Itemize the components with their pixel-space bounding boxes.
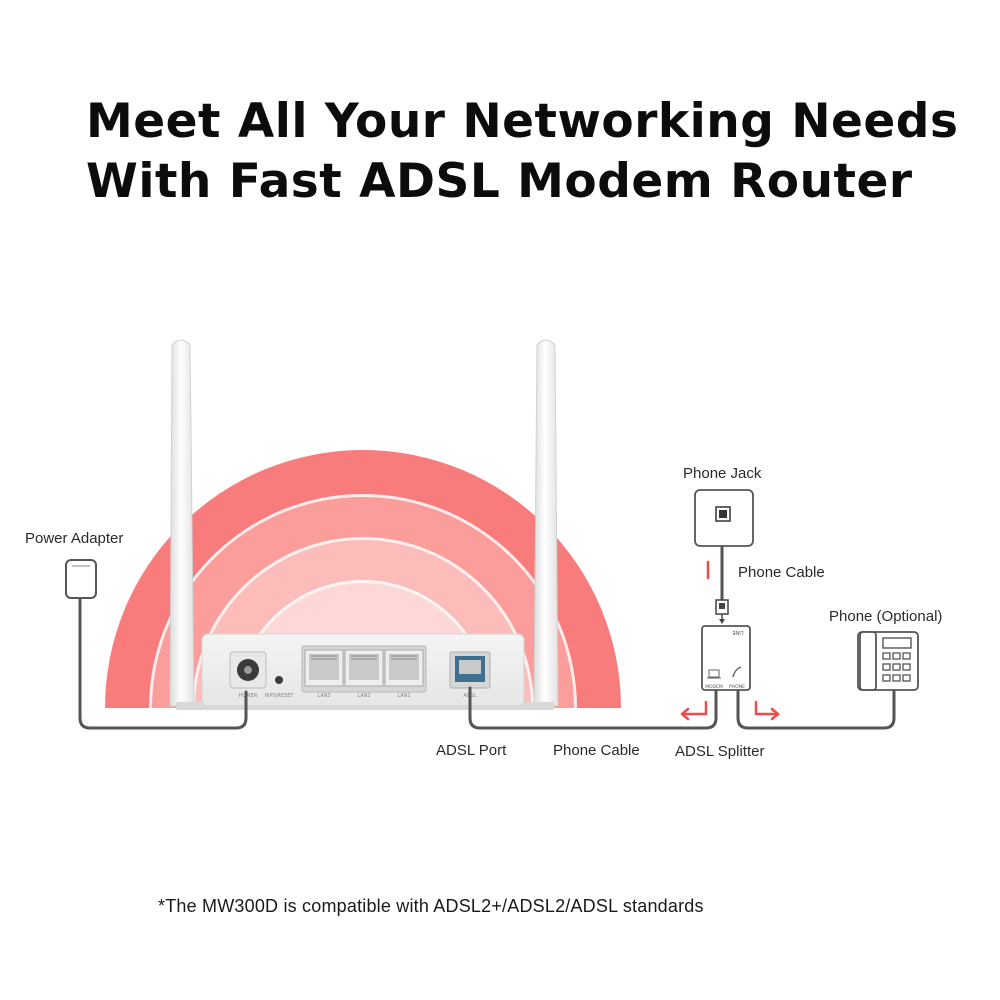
lan-ports: LAN3 LAN2 LAN1 — [301, 645, 427, 699]
power-adapter-label: Power Adapter — [25, 530, 124, 547]
compatibility-footnote: *The MW300D is compatible with ADSL2+/AD… — [158, 896, 704, 916]
splitter-line-label: LINE — [732, 629, 743, 635]
phone-optional-label: Phone (Optional) — [829, 608, 943, 625]
lan1-port: LAN1 — [384, 649, 424, 699]
splitter-phone-label: PHONE — [729, 684, 745, 690]
adsl-port: ADSL — [449, 651, 491, 699]
phone-jack-icon — [694, 489, 754, 547]
phone-line-cable — [736, 688, 896, 730]
adsl-port-label: ADSL Port — [436, 742, 507, 759]
direction-arrows — [680, 560, 780, 721]
rj11-plug-icon — [715, 599, 729, 624]
arrow-to-modem — [680, 700, 708, 721]
phone-jack-label: Phone Jack — [683, 465, 762, 482]
wps-reset-button: WPS/RESET — [265, 676, 295, 699]
power-adapter-icon — [65, 559, 97, 599]
adsl-splitter-icon: LINE MODEM PHONE — [701, 625, 751, 691]
page-title: Meet All Your Networking Needs With Fast… — [86, 92, 958, 212]
adsl-splitter-label: ADSL Splitter — [675, 743, 765, 760]
lan3-port: LAN3 — [304, 649, 344, 699]
router: POWER WPS/RESET LAN3 LAN2 — [176, 633, 554, 710]
telephone-icon — [857, 631, 919, 691]
adsl-phone-cable — [468, 686, 718, 730]
power-port: POWER — [229, 651, 267, 699]
power-cable — [78, 598, 248, 730]
wps-reset-label: WPS/RESET — [265, 693, 295, 699]
phone-cable-top-label: Phone Cable — [738, 564, 825, 581]
phone-cable-bottom-label: Phone Cable — [553, 742, 640, 759]
arrow-to-phone — [754, 700, 780, 721]
cables — [78, 543, 896, 730]
lan2-port: LAN2 — [344, 649, 384, 699]
lan3-label: LAN3 — [317, 693, 330, 699]
power-port-label: POWER — [239, 693, 258, 699]
antenna-left — [169, 339, 195, 707]
title-line-2: With Fast ADSL Modem Router — [86, 154, 913, 209]
splitter-modem-label: MODEM — [705, 684, 723, 690]
antenna-right — [533, 339, 559, 707]
lan1-label: LAN1 — [397, 693, 410, 699]
title-line-1: Meet All Your Networking Needs — [86, 94, 959, 149]
lan2-label: LAN2 — [357, 693, 370, 699]
